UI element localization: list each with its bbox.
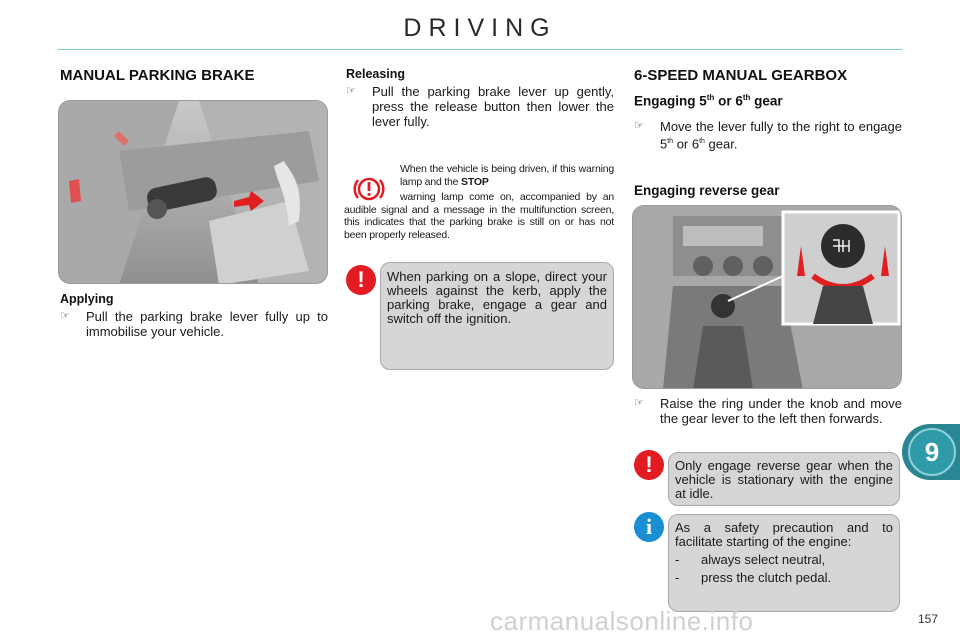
releasing-instruction: ☞ Pull the parking brake lever up gently… xyxy=(346,84,614,129)
brake-warning-note-top: When the vehicle is being driven, if thi… xyxy=(400,163,614,188)
chapter-number: 9 xyxy=(908,428,956,476)
section-heading-gearbox: 6-SPEED MANUAL GEARBOX xyxy=(634,67,848,84)
exclamation-icon: ! xyxy=(634,450,664,480)
section-heading-parking-brake: MANUAL PARKING BRAKE xyxy=(60,67,255,84)
safety-info-box: As a safety precaution and to facilitate… xyxy=(668,514,900,612)
engaging-5th-6th-title: Engaging 5th or 6th gear xyxy=(634,93,783,109)
hand-pointer-icon: ☞ xyxy=(634,120,644,132)
hand-pointer-icon: ☞ xyxy=(346,85,356,97)
brake-warning-note: warning lamp come on, accompanied by an … xyxy=(344,191,614,241)
releasing-title: Releasing xyxy=(346,67,406,81)
watermark: carmanualsonline.info xyxy=(490,606,754,636)
brake-warning-lamp-icon xyxy=(352,172,386,206)
gear-lever-photo xyxy=(632,205,902,389)
hand-pointer-icon: ☞ xyxy=(634,397,644,409)
page-number: 157 xyxy=(917,612,938,626)
chapter-tab[interactable]: 9 xyxy=(902,424,960,480)
info-list-item: -press the clutch pedal. xyxy=(675,570,832,585)
exclamation-icon: ! xyxy=(346,265,376,295)
applying-instruction: ☞ Pull the parking brake lever fully up … xyxy=(60,309,328,339)
engage-5th-6th-instruction: ☞ Move the lever fully to the right to e… xyxy=(634,119,902,152)
reverse-gear-warning-box: Only engage reverse gear when the vehicl… xyxy=(668,452,900,506)
info-icon: i xyxy=(634,512,664,542)
page-title: DRIVING xyxy=(403,14,557,42)
title-divider xyxy=(58,49,902,50)
parking-brake-photo xyxy=(58,100,328,284)
applying-title: Applying xyxy=(60,292,114,306)
info-list-item: -always select neutral, xyxy=(675,552,826,567)
reverse-gear-instruction: ☞ Raise the ring under the knob and move… xyxy=(634,396,902,426)
slope-parking-warning-box: When parking on a slope, direct your whe… xyxy=(380,262,614,370)
reverse-gear-title: Engaging reverse gear xyxy=(634,183,780,198)
hand-pointer-icon: ☞ xyxy=(60,310,70,322)
